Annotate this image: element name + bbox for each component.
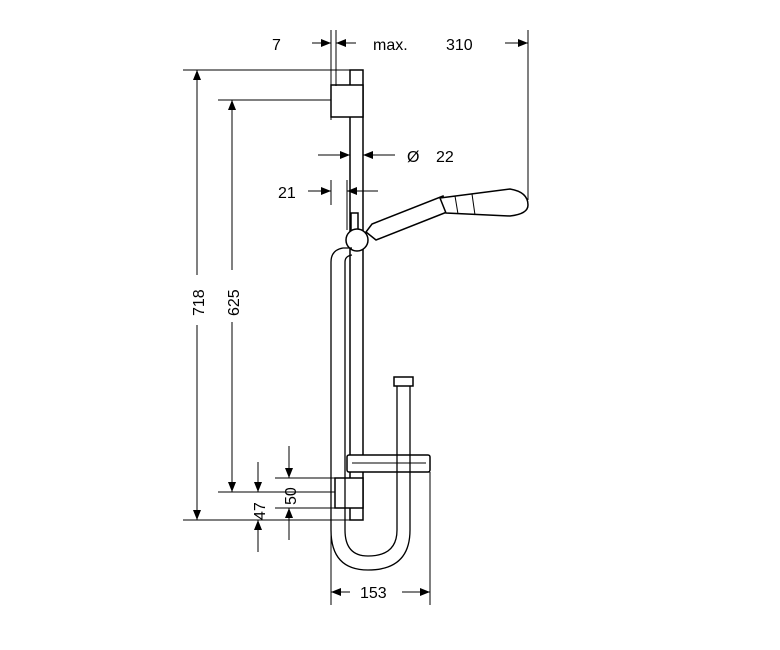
- dim-label-718: 718: [191, 289, 208, 316]
- dimension-diameter: [318, 118, 395, 168]
- soap-shelf: [346, 454, 431, 473]
- dimension-bracket-spacing: [218, 99, 335, 493]
- dim-label-50: 50: [283, 487, 300, 505]
- bottom-wall-bracket: [334, 477, 364, 509]
- dim-label-625: 625: [226, 289, 243, 316]
- top-wall-bracket: [330, 84, 364, 118]
- shower-hose: [330, 247, 414, 571]
- dim-label-max: max.: [373, 37, 408, 54]
- dim-label-diameter-symbol: Ø: [407, 149, 419, 166]
- dimension-hose-width: [330, 472, 431, 605]
- dim-label-22: 22: [436, 149, 454, 166]
- shower-rail: [349, 69, 364, 521]
- dim-label-7: 7: [272, 37, 281, 54]
- dim-label-310: 310: [446, 37, 473, 54]
- dim-label-153: 153: [360, 585, 387, 602]
- dimension-total-height: [183, 69, 350, 521]
- dimension-lower-47: [248, 462, 270, 552]
- hand-shower: [364, 188, 529, 241]
- dimension-holder-offset: [308, 180, 378, 230]
- shower-holder-slider: [345, 212, 369, 252]
- dim-label-21: 21: [278, 185, 296, 202]
- dim-label-47: 47: [252, 502, 269, 520]
- dimension-top: [312, 30, 529, 200]
- dimension-lower-50: [275, 446, 335, 540]
